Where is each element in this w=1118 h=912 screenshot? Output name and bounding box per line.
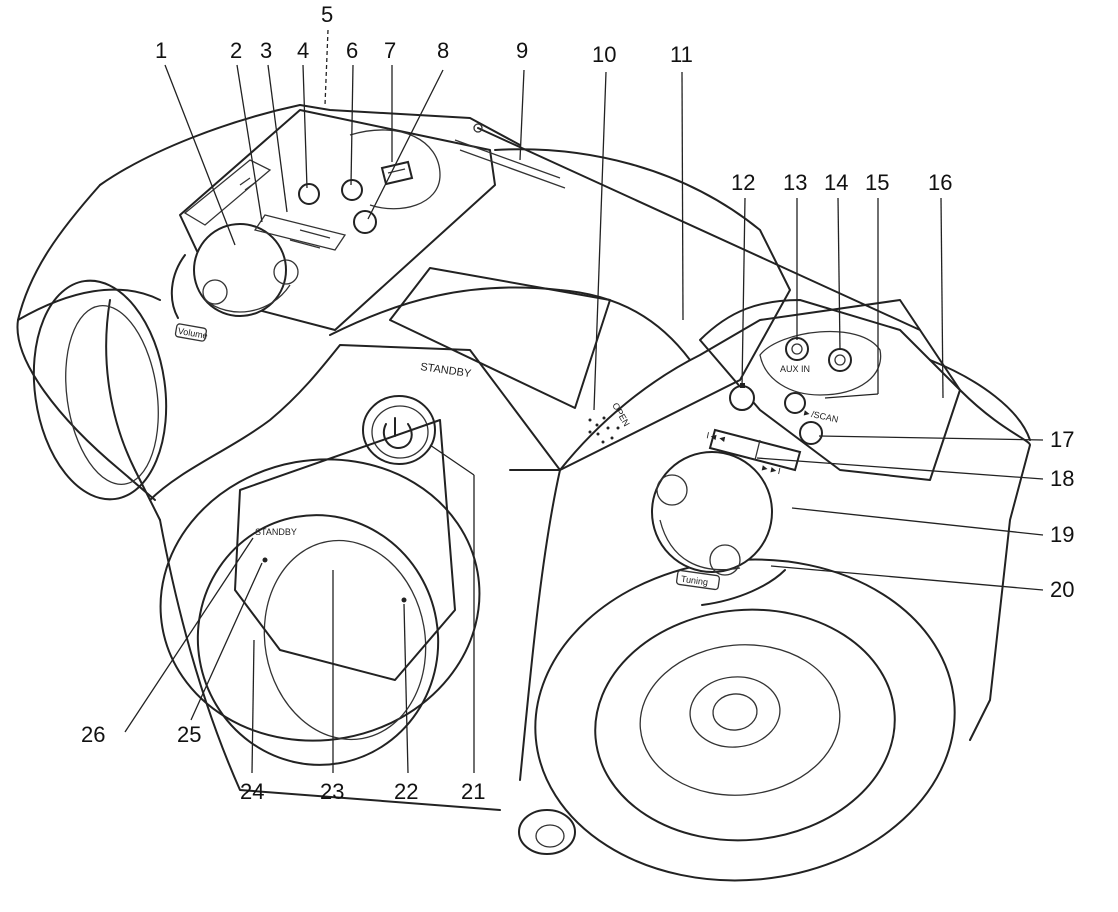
callout-11: 11	[670, 42, 693, 67]
callout-1: 1	[155, 38, 167, 63]
callout-10: 10	[592, 42, 616, 67]
volume-badge: Volume	[174, 323, 208, 342]
callout-18: 18	[1050, 466, 1074, 491]
volume-knob[interactable]	[193, 223, 299, 317]
function-indicator	[401, 597, 407, 603]
standby-button[interactable]	[362, 395, 436, 465]
callout-25: 25	[177, 722, 201, 747]
callout-14: 14	[824, 170, 848, 195]
callout-5: 5	[321, 2, 333, 27]
next-label: ►►I	[760, 462, 782, 476]
callout-6: 6	[346, 38, 358, 63]
callout-19: 19	[1050, 522, 1074, 547]
band-button[interactable]	[353, 210, 377, 234]
play-button[interactable]	[298, 183, 320, 205]
callout-22: 22	[394, 779, 418, 804]
repeat-button[interactable]	[784, 392, 806, 414]
callout-13: 13	[783, 170, 807, 195]
headphone-jack[interactable]	[828, 348, 852, 372]
aux-in-jack[interactable]	[785, 337, 809, 361]
tuning-knob[interactable]	[651, 451, 773, 576]
callout-7: 7	[384, 38, 396, 63]
standby-top-label: STANDBY	[420, 361, 473, 380]
callout-9: 9	[516, 38, 528, 63]
antenna	[454, 123, 921, 331]
open-grille	[588, 416, 620, 444]
callout-12: 12	[731, 170, 755, 195]
device-body: OPEN STANDBY STANDBY	[16, 104, 1031, 882]
callout-numbers: 1 2 3 4 5 6 7 8 9 10 11 12 13 14 15 16 1…	[81, 2, 1074, 804]
callout-3: 3	[260, 38, 272, 63]
callout-2: 2	[230, 38, 242, 63]
callout-8: 8	[437, 38, 449, 63]
aux-in-label: AUX IN	[780, 364, 810, 374]
callout-26: 26	[81, 722, 105, 747]
play-scan-button[interactable]	[799, 421, 823, 445]
callout-17: 17	[1050, 427, 1074, 452]
callout-15: 15	[865, 170, 889, 195]
leader-lines	[124, 29, 1044, 774]
stop-button[interactable]	[729, 385, 755, 411]
callout-23: 23	[320, 779, 344, 804]
callout-21: 21	[461, 779, 485, 804]
tuning-label: Tuning	[680, 574, 708, 588]
prev-label: I◄◄	[706, 430, 728, 444]
usb-port[interactable]	[380, 160, 414, 186]
callout-24: 24	[240, 779, 264, 804]
tuning-mode-button[interactable]	[341, 179, 363, 201]
tuning-badge: Tuning	[675, 569, 721, 591]
callout-16: 16	[928, 170, 952, 195]
ir-indicator	[262, 557, 268, 563]
callout-20: 20	[1050, 577, 1074, 602]
callout-4: 4	[297, 38, 309, 63]
standby-display-label: STANDBY	[255, 527, 297, 537]
